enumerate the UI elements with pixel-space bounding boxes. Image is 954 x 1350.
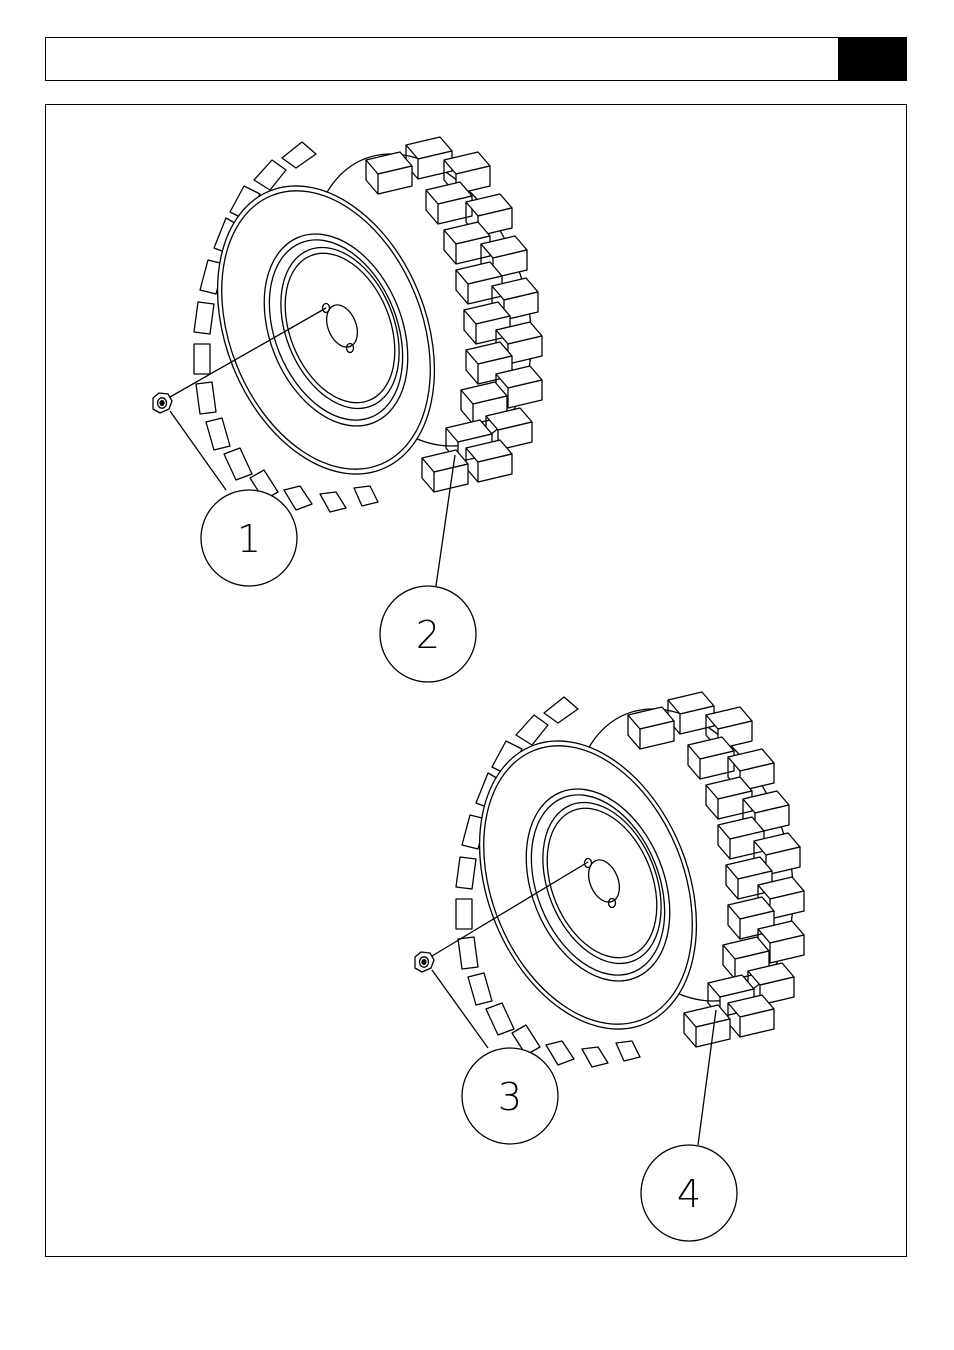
callout-number: 4 xyxy=(677,1172,701,1216)
wheel-icon xyxy=(439,676,834,1067)
callout-number: 2 xyxy=(416,613,440,657)
callout-3: 3 xyxy=(462,1048,558,1144)
callout-1: 1 xyxy=(201,490,297,586)
callout-number: 3 xyxy=(498,1075,522,1119)
nut-icon xyxy=(153,393,172,413)
callout-4: 4 xyxy=(641,1145,737,1241)
wheel-icon xyxy=(177,121,572,512)
callout-number: 1 xyxy=(237,517,261,561)
nut-icon xyxy=(415,952,434,972)
callout-2: 2 xyxy=(380,586,476,682)
